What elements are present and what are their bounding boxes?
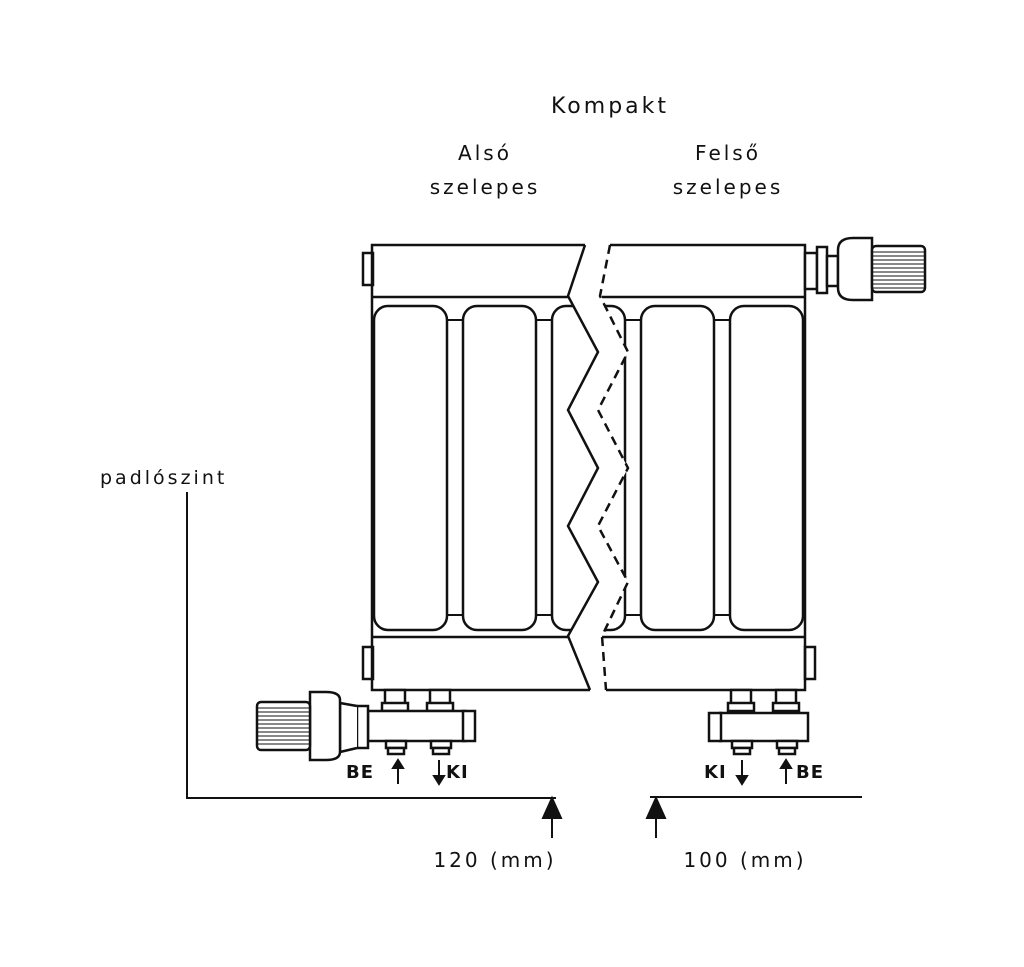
- right-height-label: 100 (mm): [683, 848, 806, 872]
- title-label: Kompakt: [551, 94, 669, 119]
- arrow-up-icon: [779, 758, 793, 784]
- thermostat-head: [255, 700, 312, 752]
- flow-out-left-label: KI: [446, 762, 469, 783]
- bottom-left-valve: [255, 688, 477, 762]
- thermostat-head: [870, 244, 927, 294]
- right-variant-label-line2: szelepes: [673, 175, 784, 199]
- break-symbol: [566, 244, 630, 691]
- top-right-valve: [803, 236, 927, 302]
- left-variant-label-line1: Alsó: [458, 141, 512, 165]
- flow-in-left-label: BE: [346, 762, 374, 783]
- radiator-section: [372, 304, 449, 632]
- arrow-down-icon: [735, 760, 749, 786]
- arrow-up-icon: [391, 758, 405, 784]
- bottom-right-valve: [707, 688, 810, 756]
- plug-bottom-left: [361, 645, 375, 681]
- flow-in-right-label: BE: [796, 762, 824, 783]
- left-height-label: 120 (mm): [433, 848, 556, 872]
- radiator-left-frame: [370, 243, 590, 692]
- floor-level-label: padlószint: [100, 467, 227, 489]
- radiator-section: [728, 304, 805, 632]
- dimension-arrow-left: [541, 795, 563, 838]
- left-variant-label-line2: szelepes: [430, 175, 541, 199]
- radiator-section: [639, 304, 716, 632]
- flow-out-right-label: KI: [704, 762, 727, 783]
- right-variant-label-line1: Felső: [695, 141, 761, 165]
- floor-level-line: [186, 492, 862, 799]
- arrow-down-icon: [432, 760, 446, 786]
- radiator-right-frame: [606, 243, 807, 692]
- dimension-arrow-right: [645, 795, 667, 838]
- flow-labels: BE KI KI BE: [346, 758, 824, 786]
- plug-bottom-right: [803, 645, 817, 681]
- radiator-section: [461, 304, 538, 632]
- plug-top-left: [361, 251, 375, 287]
